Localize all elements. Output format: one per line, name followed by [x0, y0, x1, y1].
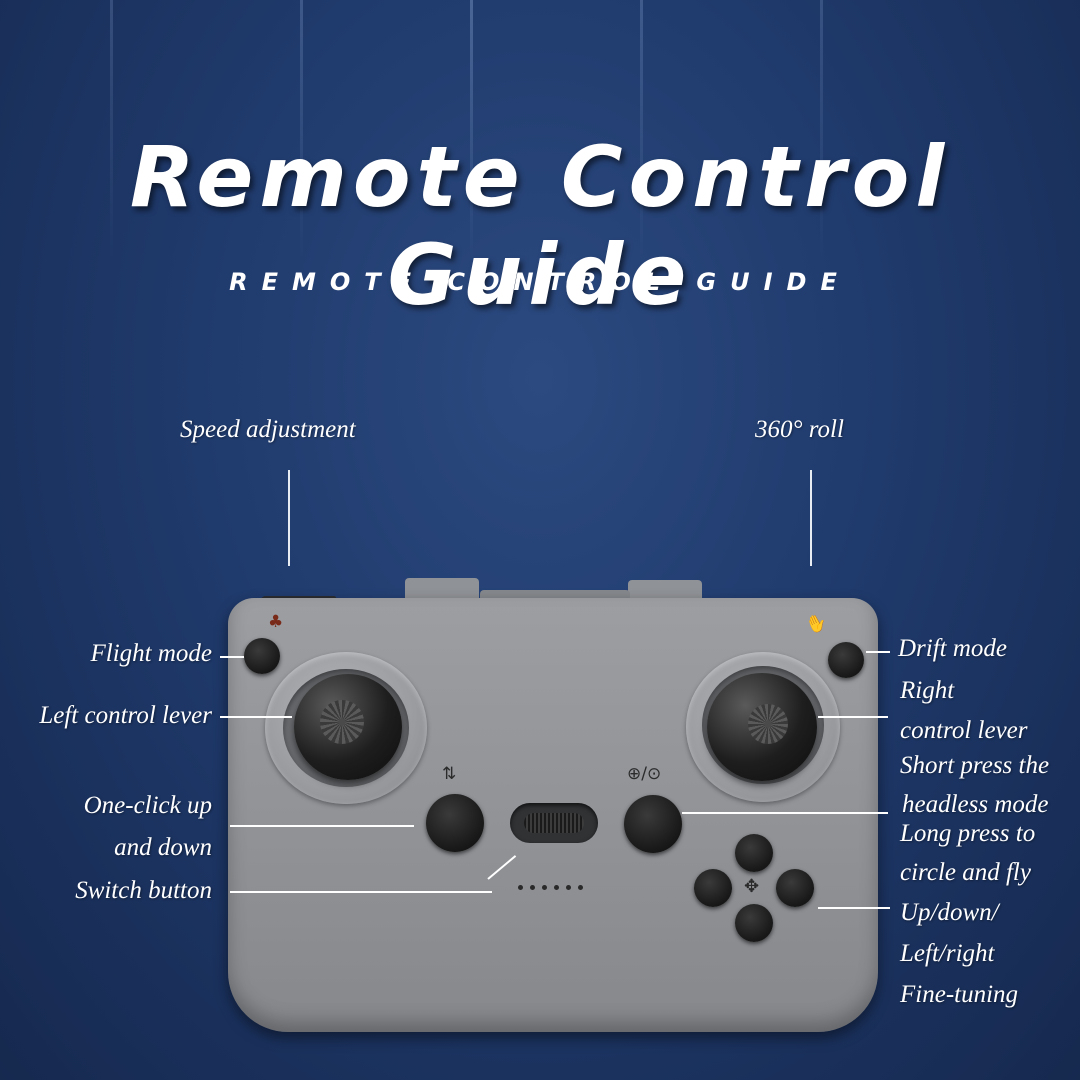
light-beam — [820, 0, 823, 260]
label-drift-mode: Drift mode — [898, 635, 1008, 662]
left-stick-center — [320, 700, 364, 744]
trim-down-button[interactable] — [735, 904, 773, 942]
light-beam — [300, 0, 303, 260]
label-trim-3: Fine-tuning — [900, 981, 1019, 1008]
light-beam — [640, 0, 643, 260]
four-arrows-icon: ✥ — [744, 876, 760, 897]
pointer-line — [220, 656, 244, 658]
indicator-light — [530, 885, 535, 890]
takeoff-landing-icon: ⇅ — [442, 764, 457, 784]
label-headless-1: Short press the — [900, 752, 1050, 779]
label-right-lever-2: control lever — [900, 717, 1028, 744]
indicator-light — [566, 885, 571, 890]
label-switch-button: Switch button — [75, 877, 212, 904]
indicator-light — [518, 885, 523, 890]
one-click-up-down-button[interactable] — [426, 794, 484, 852]
pointer-line — [230, 891, 492, 893]
pointer-line — [818, 907, 890, 909]
label-circle-2: circle and fly — [900, 859, 1031, 886]
pointer-line — [682, 812, 888, 814]
page-subtitle: REMOTE CONTROL GUIDE — [229, 268, 851, 296]
pointer-line — [866, 651, 890, 653]
switch-button[interactable] — [510, 803, 598, 843]
pointer-line — [810, 470, 812, 566]
trim-left-button[interactable] — [694, 869, 732, 907]
pointer-line — [230, 825, 414, 827]
trim-right-button[interactable] — [776, 869, 814, 907]
label-headless-2: headless mode — [902, 791, 1049, 818]
flight-mode-button[interactable] — [244, 638, 280, 674]
trim-up-button[interactable] — [735, 834, 773, 872]
headless-circle-icon: ⊕/⊙ — [627, 764, 662, 784]
pointer-line — [220, 716, 292, 718]
indicator-light — [554, 885, 559, 890]
label-one-click-2: and down — [114, 834, 212, 861]
page-title: Remote Control Guide — [129, 128, 951, 324]
label-speed-adjustment: Speed adjustment — [180, 416, 356, 443]
right-stick-center — [748, 704, 788, 744]
label-left-control-lever: Left control lever — [39, 702, 212, 729]
label-one-click-1: One-click up — [83, 792, 212, 819]
light-beam — [110, 0, 113, 260]
label-trim-2: Left/right — [900, 940, 995, 967]
pointer-line — [818, 716, 888, 718]
drift-mode-button[interactable] — [828, 642, 864, 678]
label-trim-1: Up/down/ — [900, 899, 999, 926]
label-360-roll: 360° roll — [755, 416, 844, 443]
indicator-light — [578, 885, 583, 890]
switch-knob — [524, 813, 584, 833]
label-flight-mode: Flight mode — [90, 640, 212, 667]
light-beam — [470, 0, 473, 260]
pointer-line — [288, 470, 290, 566]
headless-circle-button[interactable] — [624, 795, 682, 853]
indicator-light — [542, 885, 547, 890]
label-right-lever-1: Right — [900, 677, 955, 704]
label-circle-1: Long press to — [900, 820, 1036, 847]
turtle-rabbit-icon: ♣ — [268, 612, 284, 632]
